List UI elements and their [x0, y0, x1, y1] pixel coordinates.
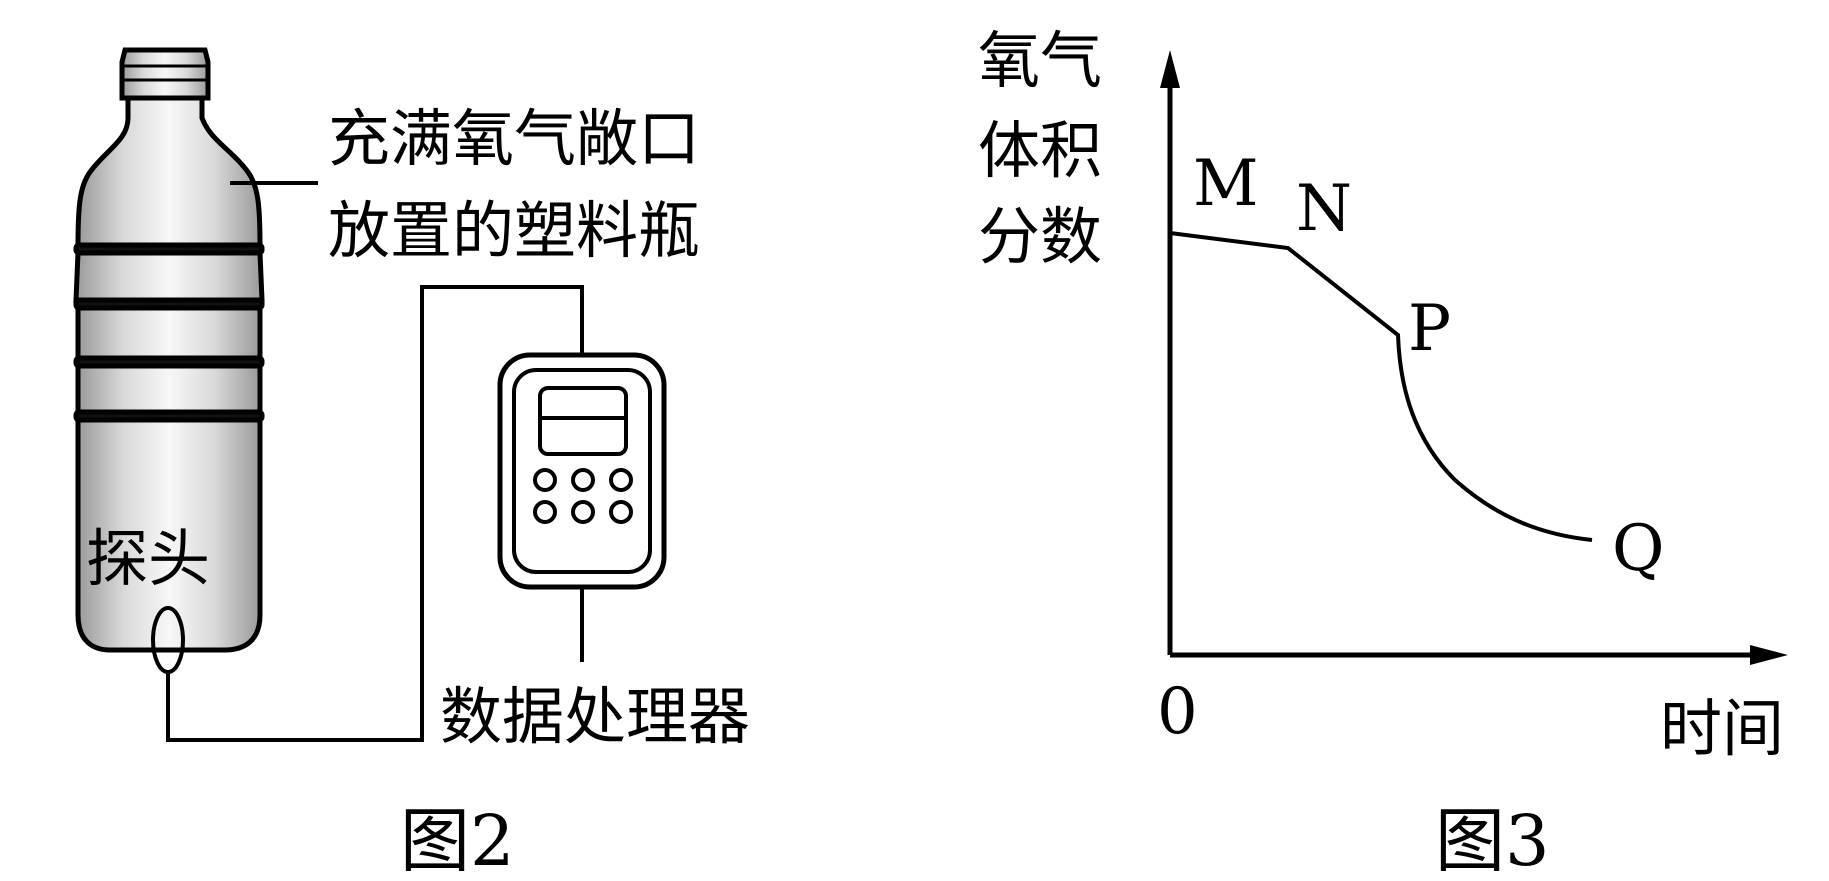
x-axis-label: 时间: [1660, 692, 1784, 765]
processor-button: [571, 468, 595, 492]
processor-button: [533, 500, 557, 524]
point-label-m: M: [1193, 147, 1259, 221]
y-axis-label-line3: 分数: [978, 200, 1102, 273]
y-axis-label-line1: 氧气: [978, 24, 1102, 97]
figure-2-caption: 图2: [400, 800, 515, 881]
point-label-q: Q: [1612, 512, 1664, 586]
processor-button: [571, 500, 595, 524]
bottle-label-line1: 充满氧气敞口: [328, 102, 700, 175]
processor-label: 数据处理器: [440, 680, 750, 753]
bottle-shoulder: [75, 95, 263, 248]
processor-screen: [538, 386, 628, 456]
figure-2: 探头 充满氧气敞口 放置的塑料瓶 数据处理器 图2: [73, 47, 750, 881]
x-axis-arrow-icon: [1750, 645, 1788, 665]
probe-wire: [166, 285, 584, 742]
bottle-ring-2: [75, 305, 263, 361]
probe-label: 探头: [86, 522, 210, 595]
bottle-cap: [119, 47, 211, 101]
figure-3: M N P Q 氧气 体积 分数 0 时间 图3: [978, 24, 1788, 881]
origin-label: 0: [1157, 675, 1198, 749]
oxygen-curve: [1169, 231, 1593, 542]
data-processor: [497, 352, 667, 590]
bottle-ring-3: [75, 363, 263, 415]
bottle-ring-1: [73, 250, 265, 303]
processor-button: [609, 500, 633, 524]
plastic-bottle: [73, 47, 265, 653]
processor-button: [609, 468, 633, 492]
point-label-p: P: [1408, 292, 1451, 366]
y-axis-arrow-icon: [1160, 50, 1180, 88]
bottle-body: [75, 417, 263, 653]
bottle-label-line2: 放置的塑料瓶: [328, 194, 700, 267]
y-axis-label-line2: 体积: [978, 114, 1102, 187]
figure-3-caption: 图3: [1435, 800, 1550, 881]
processor-button: [533, 468, 557, 492]
point-label-n: N: [1296, 172, 1352, 246]
